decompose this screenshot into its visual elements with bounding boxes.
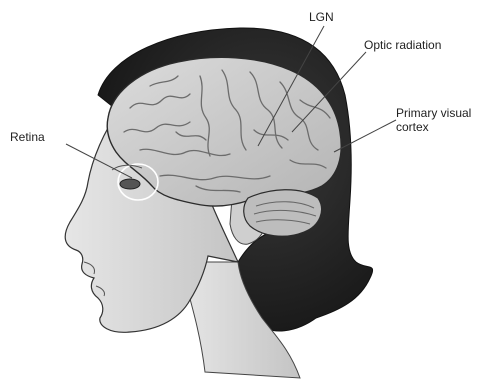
label-lgn: LGN bbox=[309, 10, 334, 24]
label-optic-radiation: Optic radiation bbox=[364, 38, 441, 52]
label-retina: Retina bbox=[10, 130, 45, 144]
cerebellum bbox=[244, 190, 322, 237]
label-primary-visual-line2: cortex bbox=[396, 120, 429, 134]
eye bbox=[120, 179, 140, 189]
label-primary-visual-line1: Primary visual bbox=[396, 106, 471, 120]
